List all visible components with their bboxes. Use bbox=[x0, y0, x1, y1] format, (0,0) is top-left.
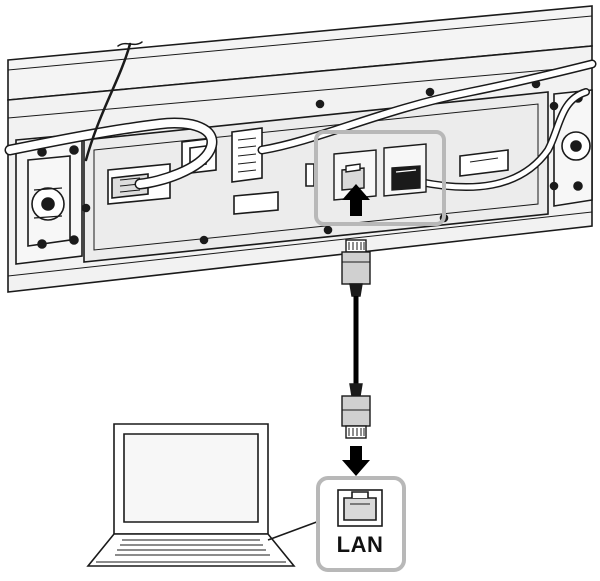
device-rear-panel bbox=[7, 5, 593, 293]
terminal-panel-inner bbox=[93, 103, 539, 251]
left-bracket bbox=[15, 133, 83, 265]
lan-port-label: LAN bbox=[336, 532, 384, 557]
lan-port-highlight bbox=[314, 130, 446, 226]
arrow-down-icon bbox=[342, 446, 370, 476]
laptop bbox=[86, 423, 323, 567]
lan-port-icon bbox=[337, 489, 383, 527]
occupied-lan-port bbox=[383, 143, 427, 197]
arrow-up-icon bbox=[342, 184, 370, 216]
device-rear-lower-edge bbox=[7, 211, 593, 277]
laptop-side-connector-line bbox=[267, 519, 323, 541]
right-bracket bbox=[549, 89, 593, 207]
laptop-keyboard bbox=[115, 539, 270, 556]
device-top-edge bbox=[7, 15, 593, 71]
cable-plug-bottom bbox=[341, 383, 371, 439]
auxiliary-ports bbox=[305, 149, 509, 187]
lan-port-callout bbox=[316, 476, 406, 572]
laptop-screen bbox=[123, 433, 259, 523]
ethernet-cable bbox=[341, 239, 371, 439]
device-cables bbox=[4, 41, 597, 192]
device-lan-port bbox=[333, 149, 377, 201]
cable-plug-top bbox=[341, 239, 371, 297]
